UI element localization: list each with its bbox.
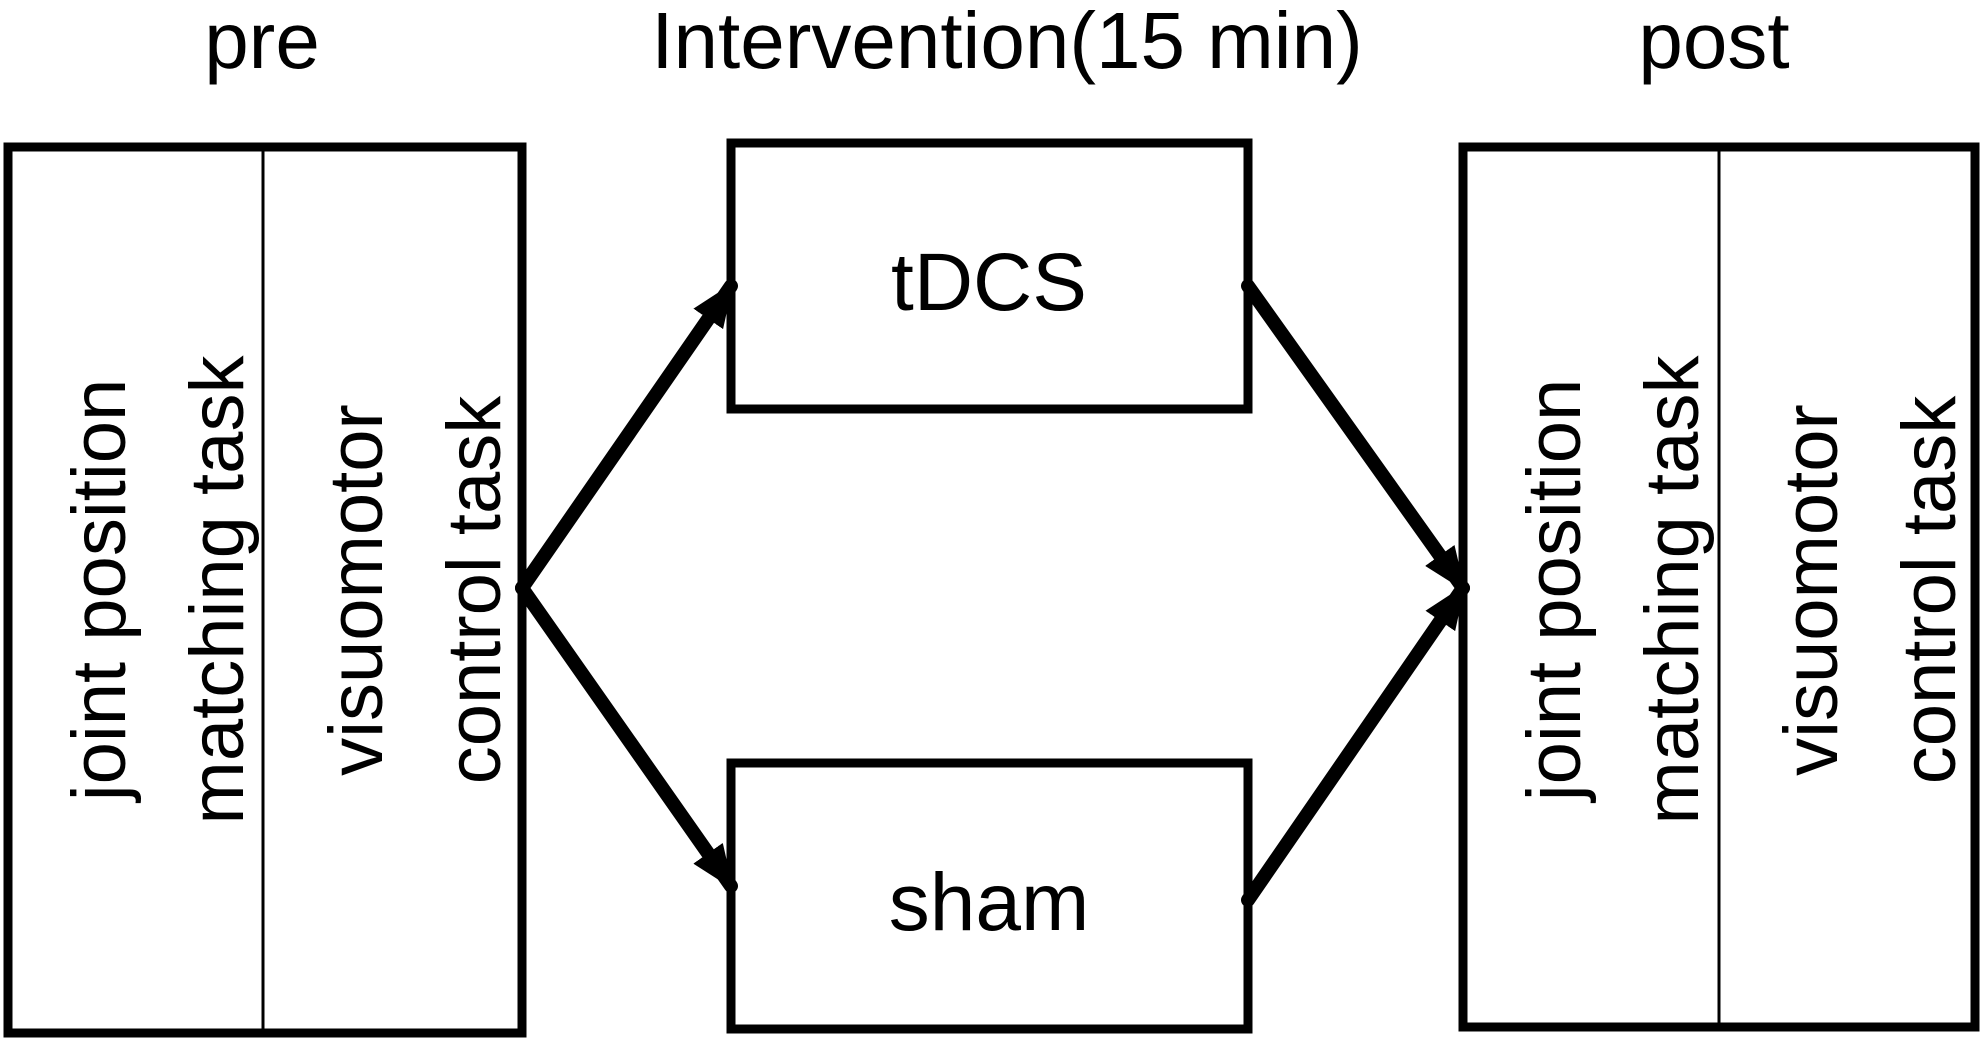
post-task-joint-position: joint position matching task [1512,355,1715,825]
sham-label: sham [889,857,1090,948]
arrow-tdcs-to-post [1241,279,1470,595]
tdcs-label: tDCS [891,237,1087,328]
header-pre: pre [204,0,320,85]
sham-box-frame [726,758,1253,1034]
pre-task1-line1: joint position [57,379,142,804]
post-task1-line1: joint position [1512,379,1597,804]
header-intervention: Intervention(15 min) [651,0,1362,85]
tdcs-box-frame [726,138,1253,414]
pre-task-visuomotor: visuomotor control task [314,395,517,785]
pre-task1-line2: matching task [175,355,260,825]
post-task2-line2: control task [1887,395,1972,785]
pre-measurement-box: joint position matching task visuomotor … [3,142,527,1038]
post-measurement-box: joint position matching task visuomotor … [1458,142,1980,1032]
sham-box: sham [726,758,1253,1034]
arrow-pre-to-sham [515,581,738,893]
pre-task2-line1: visuomotor [314,404,399,776]
header-post: post [1638,0,1789,85]
post-task-visuomotor: visuomotor control task [1769,395,1972,785]
post-task2-line1: visuomotor [1769,404,1854,776]
pre-box-frame [3,142,527,1038]
tdcs-box: tDCS [726,138,1253,414]
post-task1-line2: matching task [1630,355,1715,825]
pre-task2-line2: control task [432,395,517,785]
arrow-pre-to-tdcs [515,279,738,595]
pre-task-joint-position: joint position matching task [57,355,260,825]
arrow-sham-to-post [1241,581,1470,907]
